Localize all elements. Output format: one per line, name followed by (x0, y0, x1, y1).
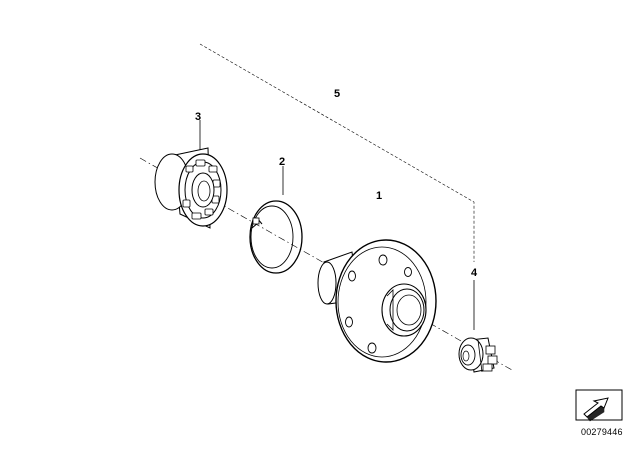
circlip-ring (249, 200, 303, 274)
kit-bracket-line (199, 43, 475, 262)
callout-hub: 1 (376, 190, 382, 202)
wheel-hub (317, 239, 437, 363)
wheel-bearing (154, 147, 228, 229)
callout-collar-nut: 4 (471, 267, 478, 279)
collar-nut (458, 337, 498, 373)
callout-bearing: 3 (195, 111, 201, 123)
callout-kit: 5 (334, 88, 340, 100)
document-arrow-icon (575, 389, 623, 422)
document-id: 00279446 (581, 427, 623, 437)
callout-circlip: 2 (279, 156, 285, 168)
